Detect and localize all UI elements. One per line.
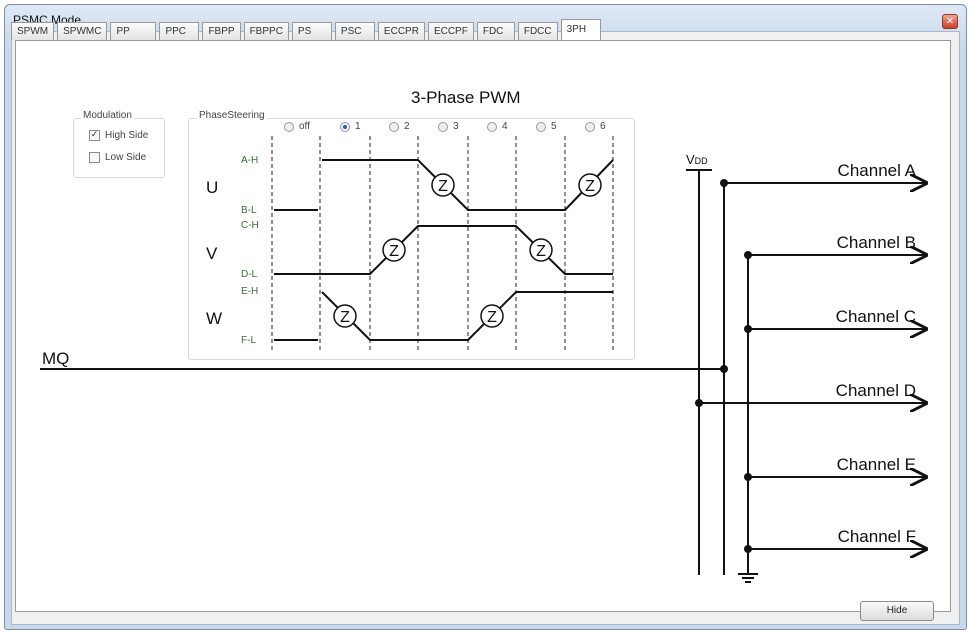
waveform-u xyxy=(322,159,614,211)
channel-f-label: Channel F xyxy=(838,527,916,546)
signal-label-e-h: E-H xyxy=(241,286,258,297)
z-symbol: Z xyxy=(382,238,406,262)
z-symbol: Z xyxy=(431,173,455,197)
tab-spwm[interactable]: SPWM xyxy=(11,22,55,40)
signal-label-f-l: F-L xyxy=(241,335,256,346)
steering-radio-1[interactable] xyxy=(340,121,350,132)
phase-steering-group-title: PhaseSteering xyxy=(197,110,267,121)
tab-pp[interactable]: PP xyxy=(110,22,157,40)
mq-label: MQ xyxy=(42,349,69,368)
waveforms xyxy=(274,159,614,341)
timing-dividers xyxy=(271,136,614,350)
channel-c-label: Channel C xyxy=(836,307,916,326)
steering-label-6: 6 xyxy=(600,121,606,132)
steering-option-off[interactable]: off xyxy=(284,121,310,132)
hide-button[interactable]: Hide xyxy=(860,601,934,621)
steering-label-4: 4 xyxy=(502,121,508,132)
channel-b-label: Channel B xyxy=(837,233,916,252)
tab-eccpf[interactable]: ECCPF xyxy=(427,22,474,40)
phase-label-w: W xyxy=(206,309,222,328)
channel-d-label: Channel D xyxy=(836,381,916,400)
close-button[interactable]: ✕ xyxy=(942,14,958,29)
z-symbol: Z xyxy=(333,304,357,328)
diagram-heading: 3-Phase PWM xyxy=(411,88,521,107)
tab-3ph[interactable]: 3PH xyxy=(560,19,601,40)
tab-fbpp[interactable]: FBPP xyxy=(202,22,241,40)
signal-label-c-h: C-H xyxy=(241,220,259,231)
steering-radio-6[interactable] xyxy=(585,121,595,132)
steering-label-5: 5 xyxy=(551,121,557,132)
steering-option-3[interactable]: 3 xyxy=(438,121,459,132)
steering-label-1: 1 xyxy=(355,121,361,132)
modulation-group-title: Modulation xyxy=(81,110,134,121)
phase-steering-group xyxy=(188,118,635,360)
z-label: Z xyxy=(438,178,448,195)
low-side-option[interactable]: Low Side xyxy=(89,152,146,163)
schematic-wires xyxy=(40,169,758,583)
z-symbol: Z xyxy=(480,304,504,328)
phase-label-u: U xyxy=(206,178,218,197)
steering-radio-3[interactable] xyxy=(438,121,448,132)
z-symbol: Z xyxy=(578,173,602,197)
steering-radio-2[interactable] xyxy=(389,121,399,132)
tab-ppc[interactable]: PPC xyxy=(159,22,200,40)
steering-label-off: off xyxy=(299,121,310,132)
z-symbols: Z Z Z Z Z Z xyxy=(333,173,602,328)
tab-spwmc[interactable]: SPWMC xyxy=(57,22,108,40)
steering-option-2[interactable]: 2 xyxy=(389,121,410,132)
signal-label-b-l: B-L xyxy=(241,205,257,216)
z-label: Z xyxy=(389,243,399,260)
tab-fdc[interactable]: FDC xyxy=(476,22,515,40)
signal-label-a-h: A-H xyxy=(241,155,258,166)
vdd-label: VDD xyxy=(686,152,708,167)
tab-ps[interactable]: PS xyxy=(291,22,332,40)
tab-eccpr[interactable]: ECCPR xyxy=(377,22,425,40)
tab-strip: SPWM SPWMC PP PPC FBPP FBPPC PS PSC ECCP… xyxy=(11,19,604,40)
high-side-checkbox[interactable]: ✓ xyxy=(89,130,100,141)
z-symbol: Z xyxy=(529,238,553,262)
steering-radio-4[interactable] xyxy=(487,121,497,132)
low-side-label: Low Side xyxy=(105,152,147,163)
signal-label-d-l: D-L xyxy=(241,269,258,280)
tab-fdcc[interactable]: FDCC xyxy=(517,22,558,40)
high-side-label: High Side xyxy=(105,130,149,141)
junction-dots xyxy=(695,179,752,553)
z-label: Z xyxy=(487,309,497,326)
tab-fbppc[interactable]: FBPPC xyxy=(243,22,289,40)
z-label: Z xyxy=(536,243,546,260)
steering-option-5[interactable]: 5 xyxy=(536,121,557,132)
z-label: Z xyxy=(585,178,595,195)
steering-label-3: 3 xyxy=(453,121,459,132)
channel-a-label: Channel A xyxy=(838,161,917,180)
steering-label-2: 2 xyxy=(404,121,410,132)
channel-e-label: Channel E xyxy=(837,455,916,474)
phase-label-v: V xyxy=(206,244,218,263)
steering-radio-5[interactable] xyxy=(536,121,546,132)
waveform-v xyxy=(274,225,613,275)
waveform-w xyxy=(321,291,613,341)
steering-option-1[interactable]: 1 xyxy=(340,121,361,132)
steering-radio-off[interactable] xyxy=(284,121,294,132)
modulation-group xyxy=(73,118,165,178)
high-side-option[interactable]: ✓ High Side xyxy=(89,130,148,141)
z-label: Z xyxy=(340,309,350,326)
channel-arrows xyxy=(699,183,926,549)
low-side-checkbox[interactable] xyxy=(89,152,100,163)
tab-psc[interactable]: PSC xyxy=(334,22,375,40)
steering-option-6[interactable]: 6 xyxy=(585,121,606,132)
steering-option-4[interactable]: 4 xyxy=(487,121,508,132)
